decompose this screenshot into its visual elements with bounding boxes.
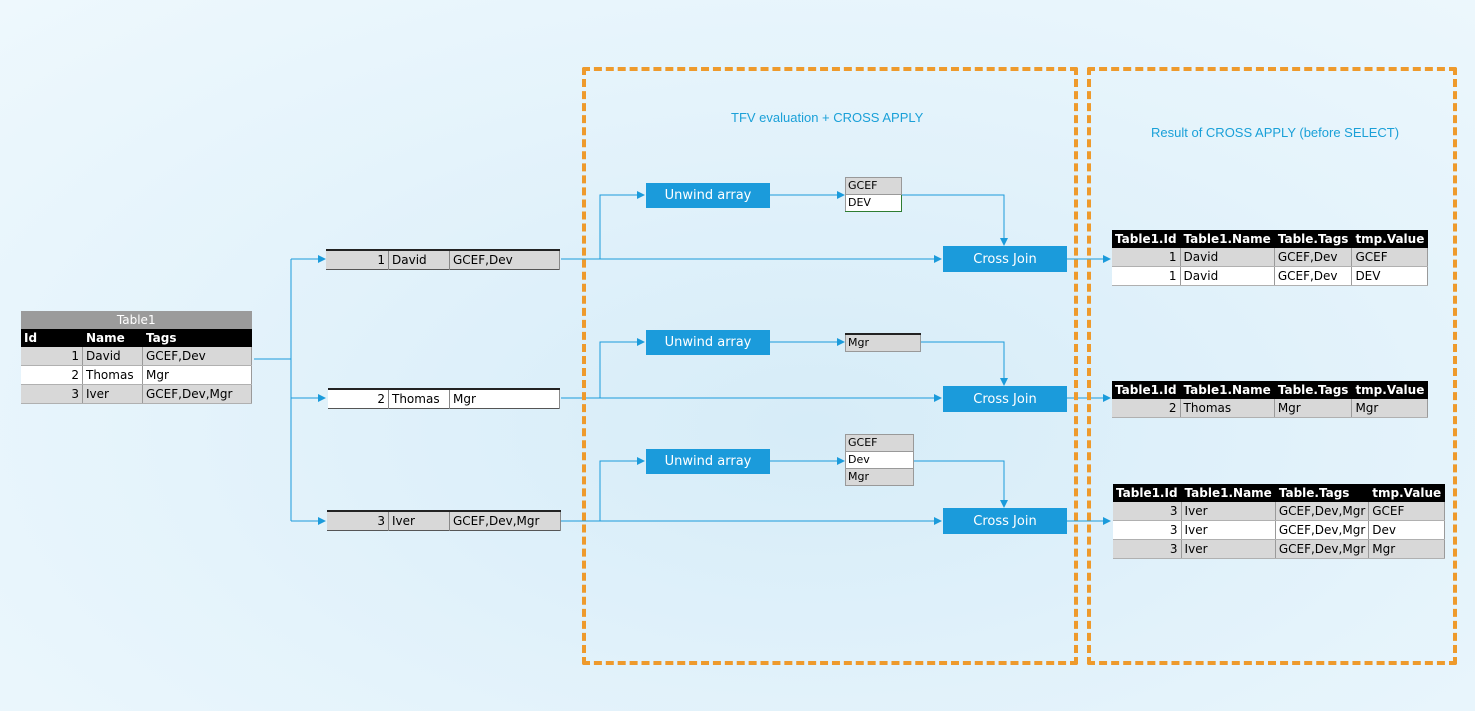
result-table-3: Table1.Id Table1.Name Table.Tags tmp.Val… [1113,484,1446,559]
unwound-values-1: GCEF DEV [845,177,902,212]
header-name: Name [82,329,143,347]
table-row: 3 Iver GCEF,Dev,Mgr [21,384,252,404]
unwound-values-2: Mgr [845,333,921,352]
table-row: 3 Iver GCEF,Dev,Mgr GCEF [1113,502,1446,521]
wire-values2-to-crossjoin [921,341,1008,386]
table-row: 2 Thomas Mgr [21,365,252,385]
wire-values1-to-crossjoin [902,194,1008,246]
wire-values3-to-crossjoin [914,460,1008,508]
wire-row1-to-unwind [599,191,645,259]
cross-join-box-1: Cross Join [943,246,1067,272]
split-row-2: 2 Thomas Mgr [328,388,560,409]
table-row: 2 Thomas Mgr Mgr [1112,399,1429,418]
table-row: 3 Iver GCEF,Dev,Mgr Dev [1113,520,1446,540]
split-row-3: 3 Iver GCEF,Dev,Mgr [327,510,561,531]
cross-join-box-3: Cross Join [943,508,1067,534]
header-id: Id [21,329,83,347]
header-tags: Tags [142,329,252,347]
source-table-caption: Table1 [21,311,252,329]
unwind-array-box-3: Unwind array [646,449,770,474]
result-table-2: Table1.Id Table1.Name Table.Tags tmp.Val… [1112,381,1429,418]
result-region [1087,67,1457,665]
unwind-array-box-2: Unwind array [646,330,770,355]
table-row: 3 Iver GCEF,Dev,Mgr Mgr [1113,539,1446,559]
result-region-title: Result of CROSS APPLY (before SELECT) [1151,125,1400,140]
table-row: 1 David GCEF,Dev DEV [1112,266,1429,286]
cross-join-box-2: Cross Join [943,386,1067,412]
unwound-values-3: GCEF Dev Mgr [845,434,914,486]
tfv-region-title: TFV evaluation + CROSS APPLY [731,110,924,125]
table-row: 1 David GCEF,Dev GCEF [1112,248,1429,267]
source-table: Table1 Id Name Tags 1 David GCEF,Dev 2 T… [21,311,252,404]
result-table-1: Table1.Id Table1.Name Table.Tags tmp.Val… [1112,230,1429,286]
wire-row2-to-unwind [599,338,645,398]
unwind-array-box-1: Unwind array [646,183,770,208]
split-row-1: 1 David GCEF,Dev [326,249,560,270]
table-row: 1 David GCEF,Dev [21,347,252,366]
wire-row3-to-unwind [599,457,645,521]
tfv-region [582,67,1078,665]
